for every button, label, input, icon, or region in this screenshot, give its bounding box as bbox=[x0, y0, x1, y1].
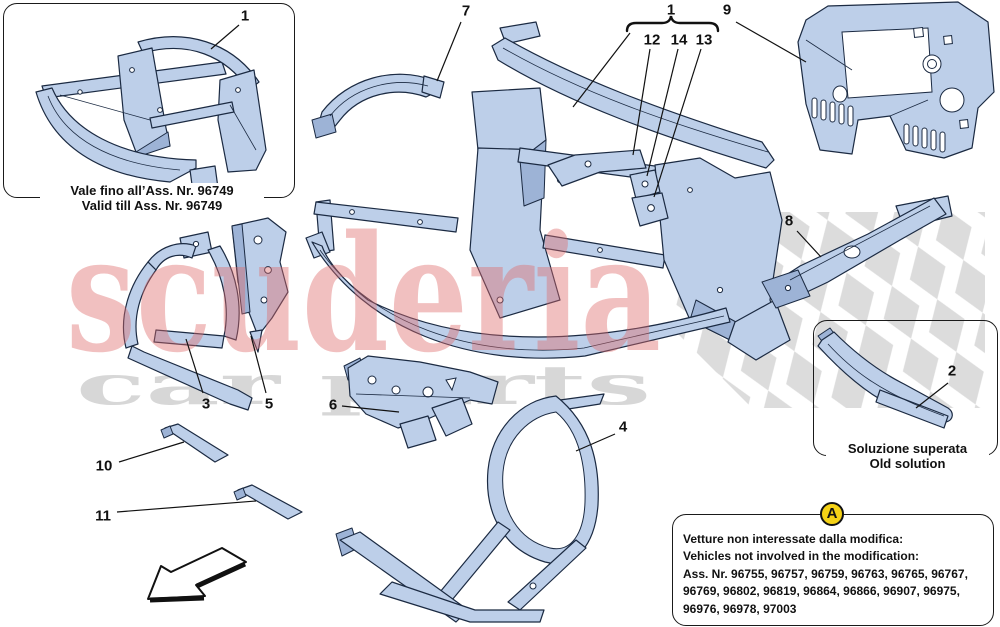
callout-8: 8 bbox=[784, 212, 794, 230]
watermark-scuderia: scuderia bbox=[66, 200, 661, 388]
valid-till-box bbox=[3, 3, 295, 198]
modification-note-text: Vetture non interessate dalla modifica: … bbox=[683, 531, 968, 618]
valid-till-caption: Vale fino all’Ass. Nr. 96749 Valid till … bbox=[40, 183, 264, 213]
valid-till-line-en: Valid till Ass. Nr. 96749 bbox=[81, 198, 223, 213]
callout-5: 5 bbox=[264, 395, 274, 413]
old-solution-line-en: Old solution bbox=[869, 456, 946, 471]
part-firewall-panel bbox=[797, 1, 995, 159]
valid-till-line-it: Vale fino all’Ass. Nr. 96749 bbox=[70, 183, 234, 198]
old-solution-box bbox=[813, 320, 998, 456]
callout-3: 3 bbox=[201, 395, 211, 413]
callout-9: 9 bbox=[722, 1, 732, 19]
callout-1-main: 1 bbox=[666, 1, 676, 19]
callout-10: 10 bbox=[95, 457, 113, 475]
callout-4: 4 bbox=[618, 418, 628, 436]
modification-numbers-2: 96769, 96802, 96819, 96864, 96866, 96907… bbox=[683, 584, 960, 599]
part-strip-10 bbox=[160, 423, 229, 463]
callout-1-box: 1 bbox=[240, 7, 250, 25]
direction-arrow bbox=[147, 547, 247, 603]
callout-13: 13 bbox=[695, 31, 713, 49]
callout-14: 14 bbox=[670, 31, 688, 49]
part-tubular-frame bbox=[335, 393, 605, 623]
modification-numbers-1: Ass. Nr. 96755, 96757, 96759, 96763, 967… bbox=[683, 566, 968, 581]
callout-11: 11 bbox=[95, 507, 111, 525]
part-small-bracket-14 bbox=[629, 169, 661, 200]
modification-line-en: Vehicles not involved in the modificatio… bbox=[683, 549, 920, 564]
part-small-bracket-13 bbox=[631, 192, 669, 227]
callout-7: 7 bbox=[461, 2, 471, 20]
callout-12: 12 bbox=[643, 31, 661, 49]
brace-group-1 bbox=[625, 15, 720, 33]
part-sill-rail bbox=[761, 195, 953, 309]
modification-numbers-3: 96976, 96978, 97003 bbox=[683, 601, 797, 616]
part-strip-11 bbox=[233, 484, 303, 520]
callout-leader-lines bbox=[116, 15, 949, 513]
part-old-solution-strip bbox=[817, 327, 953, 429]
part-wheelhouse-bracket bbox=[311, 73, 445, 139]
part-tubular-stand bbox=[122, 231, 253, 411]
modification-badge: A bbox=[820, 502, 844, 526]
part-small-bracket-12 bbox=[547, 149, 647, 187]
callout-6: 6 bbox=[328, 396, 338, 414]
part-reinforcement-plate bbox=[231, 217, 289, 353]
old-solution-line-it: Soluzione superata bbox=[847, 441, 968, 456]
old-solution-caption: Soluzione superata Old solution bbox=[826, 441, 989, 471]
callout-2: 2 bbox=[947, 362, 957, 380]
modification-line-it: Vetture non interessate dalla modifica: bbox=[683, 532, 904, 546]
